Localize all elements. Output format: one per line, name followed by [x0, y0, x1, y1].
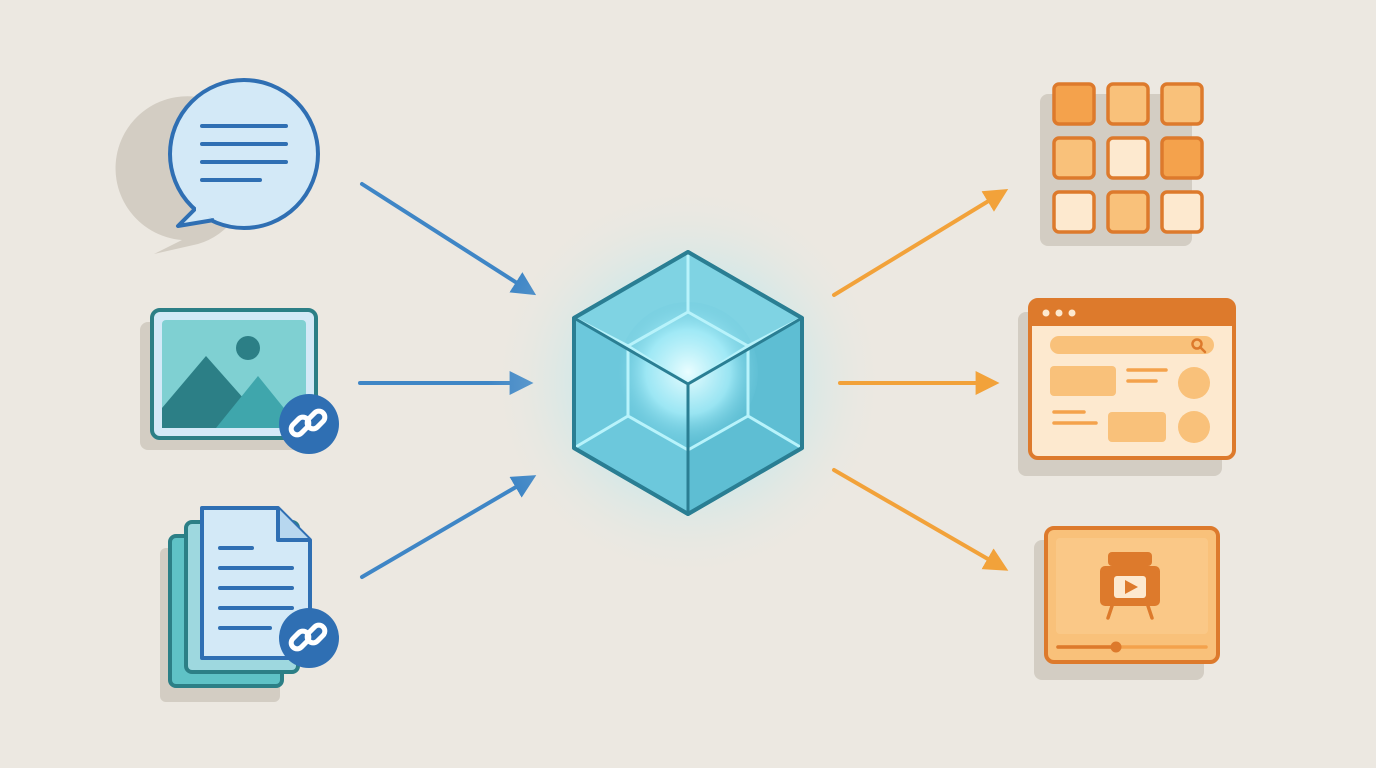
- sun-icon: [236, 336, 260, 360]
- arrow-cube-to-video: [832, 468, 1009, 571]
- address-bar: [1050, 336, 1214, 354]
- presenter-screen-icon: [1100, 552, 1160, 620]
- arrow-cube-to-grid: [832, 189, 1009, 297]
- play-icon: [1125, 580, 1138, 594]
- grid-tile: [1052, 136, 1096, 180]
- search-icon: [1191, 338, 1203, 350]
- grid-tile: [1160, 82, 1204, 126]
- chat-text-lines: [200, 124, 288, 182]
- content-circle: [1178, 411, 1210, 443]
- grid-tile: [1160, 136, 1204, 180]
- grid-tile: [1106, 82, 1150, 126]
- output-arrows: [832, 189, 1009, 571]
- web-page-icon: [1018, 298, 1236, 476]
- video-progress-bar: [1056, 641, 1208, 653]
- grid-tile: [1052, 190, 1096, 234]
- document-stack-link-icon: [160, 506, 339, 702]
- image-link-icon: [140, 308, 339, 454]
- video-player-icon: [1034, 526, 1220, 680]
- window-dots-icon: [1042, 309, 1076, 317]
- content-block: [1108, 412, 1166, 442]
- progress-knob: [1110, 641, 1122, 653]
- grid-tile: [1106, 136, 1150, 180]
- link-badge-icon: [279, 394, 339, 454]
- arrow-document-to-cube: [360, 475, 537, 579]
- link-badge-icon: [279, 608, 339, 668]
- content-circle: [1178, 367, 1210, 399]
- arrow-chat-to-cube: [360, 182, 537, 296]
- grid-tile: [1160, 190, 1204, 234]
- grid-tile: [1106, 190, 1150, 234]
- document-text-lines: [218, 546, 294, 630]
- mountain-icon: [162, 356, 252, 428]
- grid-tile: [1052, 82, 1096, 126]
- glowing-cube-icon: [488, 182, 888, 582]
- chat-bubble-icon: [115, 78, 320, 254]
- tile-grid-icon: [1040, 82, 1204, 246]
- content-block: [1050, 366, 1116, 396]
